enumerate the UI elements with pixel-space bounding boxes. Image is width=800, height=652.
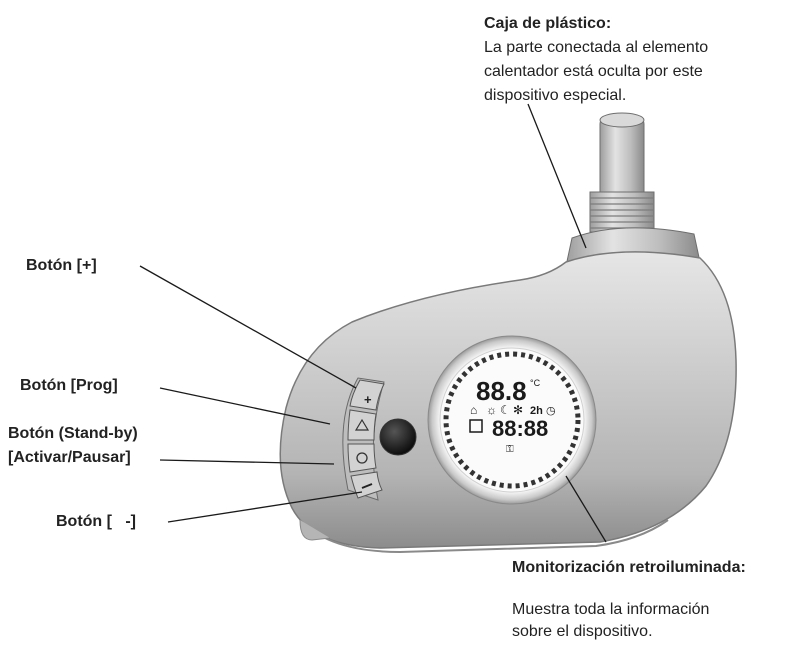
plus-button[interactable]: +: [349, 379, 385, 411]
power-icon: [356, 452, 368, 464]
plastic-case-title: Caja de plástico:: [484, 15, 612, 32]
temperature-unit: °C: [530, 378, 541, 388]
prog-button[interactable]: [347, 409, 377, 441]
leader-display: [565, 475, 607, 543]
prog-icon: [354, 418, 370, 431]
plastic-case-desc-line1: La parte conectada al elemento: [484, 39, 709, 56]
plastic-case-desc-line3: dispositivo especial.: [484, 87, 627, 104]
window-icon: [469, 419, 483, 433]
snowflake-icon: ✻: [513, 403, 523, 417]
leader-plus: [139, 265, 357, 389]
timer-readout: 2h: [530, 405, 543, 417]
key-icon: ⚿: [506, 444, 514, 455]
minus-button[interactable]: [350, 471, 383, 499]
moon-icon: ☾: [500, 403, 511, 417]
sensor-knob: [379, 418, 417, 456]
label-minus-button: Botón [ -]: [56, 513, 136, 530]
display-title: Monitorización retroiluminada:: [512, 559, 746, 576]
standby-button[interactable]: [347, 443, 377, 473]
leader-standby: [159, 459, 335, 465]
leader-prog: [159, 387, 331, 425]
plastic-case-desc-line2: calentador está oculta por este: [484, 63, 703, 80]
label-standby-line1: Botón (Stand-by): [8, 425, 138, 442]
temperature-readout: 88.8: [476, 376, 527, 406]
plus-icon: +: [364, 392, 372, 407]
program-segment-ring: [443, 351, 581, 489]
label-standby-line2: [Activar/Pausar]: [8, 449, 131, 466]
display-desc-line1: Muestra toda la información: [512, 601, 710, 618]
leader-lines: [139, 103, 607, 543]
label-prog-button: Botón [Prog]: [20, 377, 118, 394]
house-icon: ⌂: [470, 403, 477, 417]
sun-icon: ☼: [486, 403, 497, 417]
leader-plastic-case: [527, 103, 587, 249]
leader-minus: [167, 491, 363, 523]
label-plus-button: Botón [+]: [26, 257, 97, 274]
time-readout: 88:88: [492, 416, 548, 441]
clock-icon: ◷: [546, 405, 556, 417]
minus-icon: [361, 483, 373, 489]
pipe-connector: [565, 112, 701, 267]
display-desc-line2: sobre el dispositivo.: [512, 623, 653, 640]
lcd-display: 88.8 °C ⌂ ☼ ☾ ✻ 2h ◷ 88:88 ⚿: [427, 335, 597, 505]
